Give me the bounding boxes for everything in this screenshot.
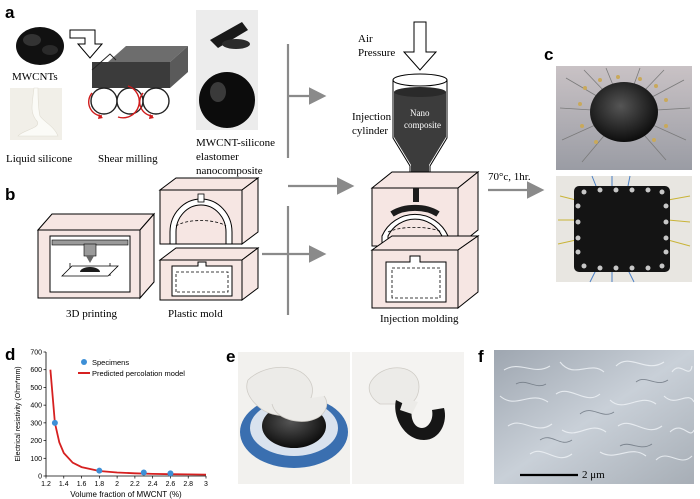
mwcnt-label: MWCNTs — [12, 71, 58, 83]
x-tick-label: 1.6 — [77, 481, 87, 488]
composite-label-line-1: MWCNT-silicone — [196, 137, 275, 149]
sensor-photo-dome — [556, 66, 692, 170]
air-pressure-label-line-1: Air — [358, 33, 373, 45]
y-tick-label: 300 — [30, 420, 42, 427]
x-tick-label: 2.8 — [183, 481, 193, 488]
panel-label-d: d — [5, 345, 15, 364]
3d-printing-label: 3D printing — [66, 308, 118, 320]
injection-mold-bottom — [370, 235, 480, 310]
3d-printer — [36, 212, 156, 300]
x-tick-label: 1.4 — [59, 481, 69, 488]
x-tick-label: 1.8 — [94, 481, 104, 488]
injection-mold-top — [370, 170, 480, 248]
chart-x-axis-label: Volume fraction of MWCNT (%) — [70, 490, 182, 499]
plastic-mold-square — [158, 247, 260, 301]
y-tick-label: 0 — [38, 474, 42, 481]
plastic-mold-dome — [158, 177, 260, 245]
y-tick-label: 400 — [30, 403, 42, 410]
liquid-silicone-image — [10, 87, 62, 140]
nano-composite-label-line-2: composite — [404, 120, 441, 130]
x-tick-label: 2.2 — [130, 481, 140, 488]
composite-label-line-3: nanocomposite — [196, 165, 263, 177]
air-pressure-arrow — [402, 21, 438, 71]
specimen-point — [51, 419, 58, 426]
panel-label-c: c — [544, 45, 553, 64]
nanocomposite-jar-image — [196, 10, 258, 130]
injection-cylinder — [392, 73, 448, 177]
panel-label-a: a — [5, 3, 15, 22]
sensor-photo-square — [556, 175, 692, 283]
specimen-point — [167, 470, 174, 477]
x-tick-label: 2 — [115, 481, 119, 488]
specimen-point — [140, 469, 147, 476]
panel-label-b: b — [5, 185, 15, 204]
y-tick-label: 700 — [30, 350, 42, 357]
panel-label-f: f — [478, 347, 484, 366]
composite-label-line-2: elastomer — [196, 151, 239, 163]
x-tick-label: 2.4 — [148, 481, 158, 488]
x-tick-label: 2.6 — [166, 481, 176, 488]
legend-specimens-label: Specimens — [92, 358, 129, 367]
resistivity-chart: 1.2 1.4 1.6 1.8 2 2.2 2.4 2.6 2.8 3 0 100 200 300 400 5… — [15, 350, 208, 499]
chart-y-axis-label: Electrical resistivity (Ohm*mm) — [15, 366, 22, 461]
x-tick-label: 3 — [204, 481, 208, 488]
cure-condition-label: 70°c, 1hr. — [488, 171, 531, 183]
injection-cylinder-label-line-2: cylinder — [352, 125, 388, 137]
model-curve-line — [49, 369, 207, 476]
y-tick-label: 200 — [30, 438, 42, 445]
chart-legend: Specimens Predicted percolation model — [78, 358, 185, 378]
mwcnt-powder — [16, 27, 64, 65]
flow-arrow-bent — [69, 29, 104, 59]
sensor-flex-photo-1 — [238, 352, 350, 484]
nano-composite-label-line-1: Nano — [410, 108, 430, 118]
air-pressure-label-line-2: Pressure — [358, 47, 395, 59]
y-tick-label: 600 — [30, 367, 42, 374]
panel-label-e: e — [226, 347, 235, 366]
specimen-point — [96, 467, 103, 474]
y-tick-label: 100 — [30, 456, 42, 463]
shear-milling-label: Shear milling — [98, 153, 158, 165]
shear-milling-rollers — [88, 46, 188, 119]
injection-molding-label: Injection molding — [380, 313, 459, 325]
merge-connector — [262, 44, 355, 315]
liquid-silicone-label: Liquid silicone — [6, 153, 72, 165]
y-tick-label: 500 — [30, 385, 42, 392]
x-tick-label: 1.2 — [41, 481, 51, 488]
sensor-flex-photo-2 — [352, 352, 464, 484]
legend-specimens-marker — [81, 359, 87, 365]
scale-bar-label: 2 μm — [582, 469, 605, 481]
injection-cylinder-label-line-1: Injection — [352, 111, 392, 123]
sem-micrograph — [494, 350, 695, 484]
plastic-mold-label: Plastic mold — [168, 308, 223, 320]
legend-model-label: Predicted percolation model — [92, 369, 185, 378]
